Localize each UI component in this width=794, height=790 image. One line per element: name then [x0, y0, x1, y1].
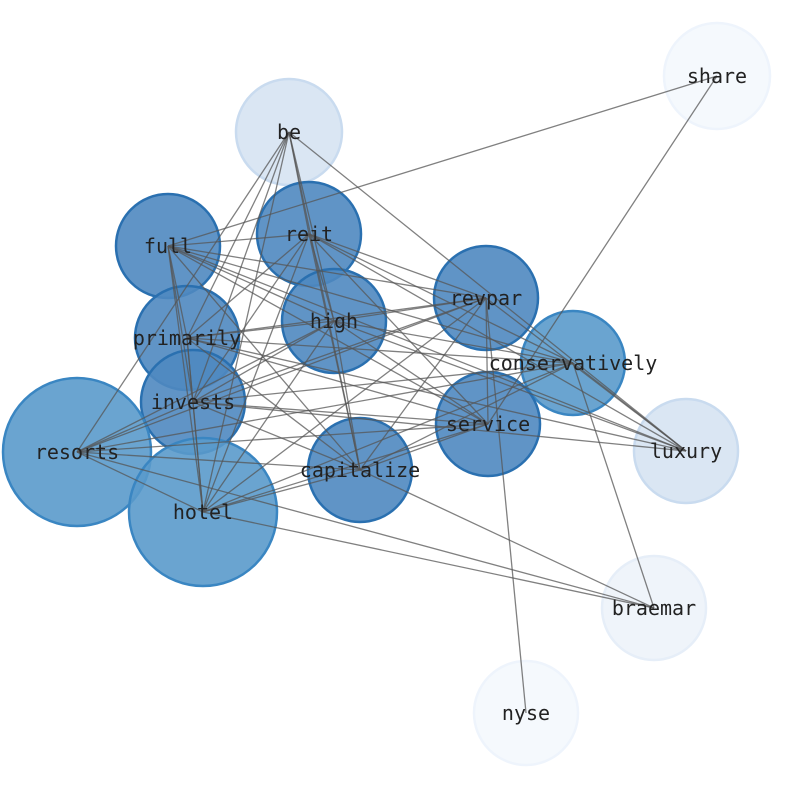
edge-high-capitalize — [333, 320, 361, 471]
edge-resorts-conservatively — [76, 362, 574, 453]
edge-be-primarily — [186, 131, 290, 339]
edge-full-primarily — [167, 245, 188, 339]
edge-reit-primarily — [186, 233, 310, 339]
edge-conservatively-braemar — [572, 362, 655, 609]
edge-reit-conservatively — [308, 233, 574, 364]
edge-hotel-capitalize — [202, 469, 361, 513]
edge-full-invests — [167, 245, 194, 403]
edge-conservatively-luxury — [572, 362, 687, 452]
edge-high-service — [333, 320, 489, 425]
edge-reit-invests — [192, 233, 310, 403]
edge-be-luxury — [288, 131, 687, 452]
edge-reit-hotel — [202, 233, 310, 513]
node-label-invests: invests — [151, 390, 235, 414]
node-label-capitalize: capitalize — [300, 458, 420, 482]
edge-hotel-service — [202, 423, 489, 513]
edge-full-hotel — [167, 245, 204, 513]
edge-capitalize-braemar — [359, 469, 655, 609]
edge-invests-service — [192, 401, 489, 425]
edge-revpar-nyse — [485, 297, 527, 714]
node-label-revpar: revpar — [450, 286, 522, 310]
nodes-layer — [1, 21, 772, 767]
node-label-resorts: resorts — [35, 440, 119, 464]
edge-reit-high — [308, 233, 335, 322]
edge-hotel-braemar — [202, 511, 655, 609]
edge-capitalize-conservatively — [359, 362, 574, 471]
edge-invests-resorts — [76, 401, 194, 453]
edge-be-resorts — [76, 131, 290, 453]
node-label-share: share — [687, 64, 747, 88]
edge-primarily-capitalize — [186, 337, 361, 471]
edge-resorts-service — [76, 423, 489, 453]
edge-revpar-capitalize — [359, 297, 487, 471]
node-label-be: be — [277, 120, 301, 144]
edge-hotel-conservatively — [202, 362, 574, 513]
edge-invests-luxury — [192, 401, 687, 452]
edge-invests-hotel — [192, 401, 204, 513]
labels-layer: share be reit full revpar high primarily conser… — [35, 64, 747, 725]
edge-resorts-capitalize — [76, 451, 361, 471]
edge-reit-luxury — [308, 233, 687, 452]
edge-reit-revpar — [308, 233, 487, 299]
edge-high-resorts — [76, 320, 335, 453]
edge-high-hotel — [202, 320, 335, 513]
edge-share-service — [487, 75, 718, 425]
node-label-high: high — [310, 309, 358, 333]
edge-high-luxury — [333, 320, 687, 452]
edge-high-invests — [192, 320, 335, 403]
edge-be-high — [288, 131, 335, 322]
node-label-braemar: braemar — [612, 596, 696, 620]
node-label-primarily: primarily — [133, 326, 241, 350]
edge-primarily-service — [186, 337, 489, 425]
node-label-luxury: luxury — [650, 439, 722, 463]
node-label-nyse: nyse — [502, 701, 550, 725]
edge-revpar-primarily — [186, 297, 487, 339]
edge-revpar-hotel — [202, 297, 487, 513]
edge-full-conservatively — [167, 245, 574, 364]
edge-invests-capitalize — [192, 401, 361, 471]
node-label-reit: reit — [285, 222, 333, 246]
edge-capitalize-service — [359, 423, 489, 471]
edge-full-revpar — [167, 245, 487, 299]
edge-be-hotel — [202, 131, 290, 513]
edges-layer — [76, 75, 718, 714]
edge-resorts-braemar — [76, 451, 655, 609]
edge-full-reit — [167, 233, 310, 247]
node-label-hotel: hotel — [173, 500, 233, 524]
edge-resorts-hotel — [76, 451, 204, 513]
node-label-conservatively: conservatively — [489, 351, 658, 375]
edge-primarily-luxury — [186, 337, 687, 452]
node-label-service: service — [446, 412, 530, 436]
edge-high-conservatively — [333, 320, 574, 364]
node-label-full: full — [144, 234, 192, 258]
edge-high-primarily — [186, 320, 335, 339]
edge-revpar-service — [485, 297, 489, 425]
edge-revpar-resorts — [76, 297, 487, 453]
edge-primarily-conservatively — [186, 337, 574, 364]
edge-share-full — [167, 75, 718, 247]
edge-invests-conservatively — [192, 362, 574, 403]
edge-full-capitalize — [167, 245, 361, 471]
